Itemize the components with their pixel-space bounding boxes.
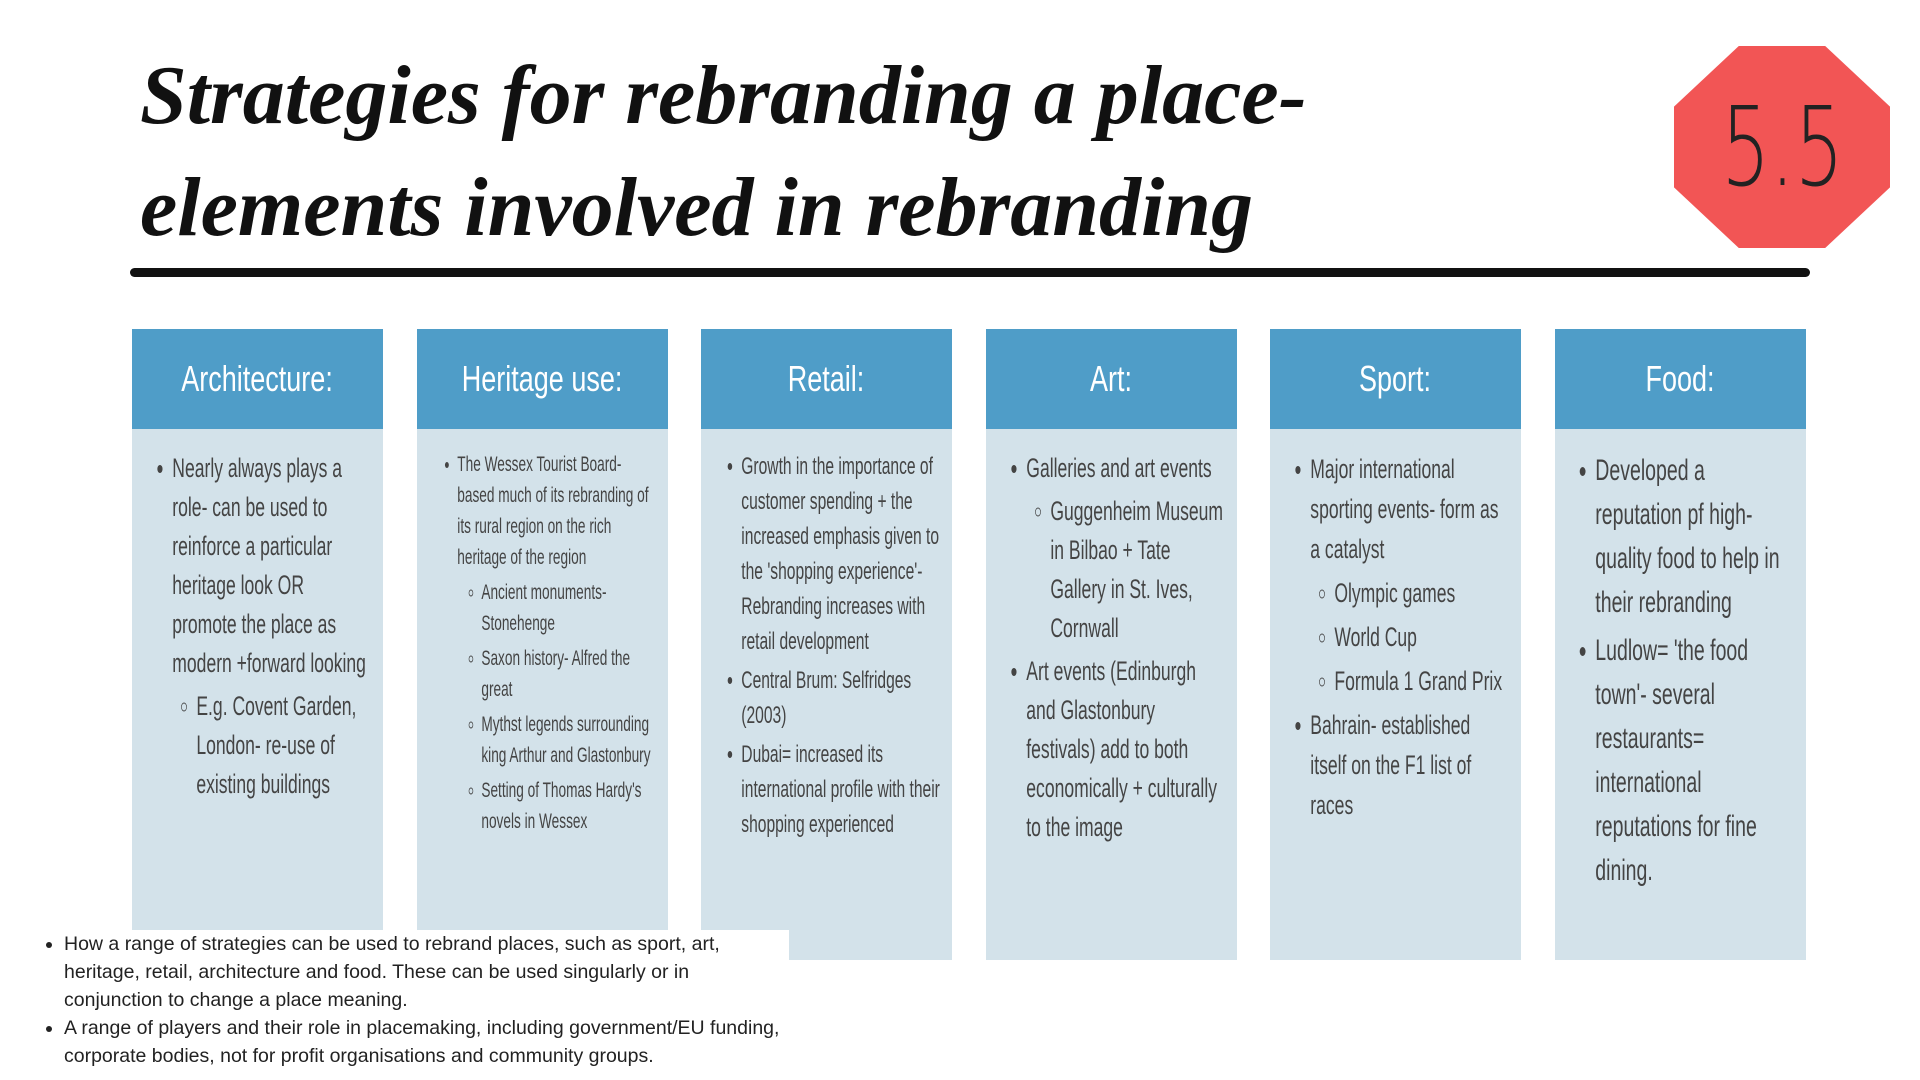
sub-bullet-item: E.g. Covent Garden, London- re-use of ex… <box>196 687 373 804</box>
column-header: Heritage use: <box>417 329 668 429</box>
bullet-text: Developed a reputation pf high-quality f… <box>1595 454 1780 619</box>
bullet-text: Nearly always plays a role- can be used … <box>172 453 366 678</box>
column-architecture: Architecture: Nearly always plays a role-… <box>132 329 383 960</box>
bullet-text: Major international sporting events- for… <box>1310 454 1499 564</box>
column-retail: Retail: Growth in the importance of custo… <box>701 329 952 960</box>
sub-bullet-item: Mythst legends surrounding king Arthur a… <box>481 709 658 771</box>
bullet-item: Galleries and art eventsGuggenheim Museu… <box>1026 449 1227 648</box>
sub-bullet-item: Formula 1 Grand Prix <box>1334 661 1511 701</box>
page-title: Strategies for rebranding a place- eleme… <box>140 40 1660 264</box>
column-heading: Sport: <box>1359 358 1432 399</box>
bullet-text: The Wessex Tourist Board- based much of … <box>457 453 649 569</box>
bullet-item: Central Brum: Selfridges (2003) <box>741 663 942 733</box>
bullet-text: Bahrain- established itself on the F1 li… <box>1310 710 1472 820</box>
column-heading: Food: <box>1645 358 1716 399</box>
title-line-2: elements involved in rebranding <box>140 161 1253 254</box>
note-item: A range of players and their role in pla… <box>64 1014 789 1070</box>
column-sport: Sport: Major international sporting event… <box>1270 329 1521 960</box>
column-header: Architecture: <box>132 329 383 429</box>
bullet-text: Growth in the importance of customer spe… <box>741 453 940 655</box>
bullet-item: Bahrain- established itself on the F1 li… <box>1310 705 1511 825</box>
bullet-text: Ludlow= 'the food town'- several restaur… <box>1595 634 1757 887</box>
bullet-item: The Wessex Tourist Board- based much of … <box>457 449 658 837</box>
column-header: Food: <box>1555 329 1806 429</box>
column-heading: Art: <box>1090 358 1133 399</box>
specification-notes: How a range of strategies can be used to… <box>0 930 789 1080</box>
title-line-1: Strategies for rebranding a place- <box>140 49 1307 142</box>
column-header: Sport: <box>1270 329 1521 429</box>
bullet-text: Art events (Edinburgh and Glastonbury fe… <box>1026 656 1217 842</box>
sub-bullet-item: Saxon history- Alfred the great <box>481 643 658 705</box>
column-heading: Architecture: <box>181 358 334 399</box>
bullet-item: Developed a reputation pf high-quality f… <box>1595 449 1796 625</box>
column-heritageuse: Heritage use: The Wessex Tourist Board- b… <box>417 329 668 960</box>
bullet-item: Major international sporting events- for… <box>1310 449 1511 701</box>
bullet-item: Growth in the importance of customer spe… <box>741 449 942 659</box>
sub-bullet-item: World Cup <box>1334 617 1511 657</box>
column-header: Retail: <box>701 329 952 429</box>
title-underline <box>130 268 1810 277</box>
section-number-badge: 5.5 <box>1674 46 1890 248</box>
bullet-item: Nearly always plays a role- can be used … <box>172 449 373 804</box>
column-heading: Heritage use: <box>462 358 623 399</box>
column-food: Food: Developed a reputation pf high-qual… <box>1555 329 1806 960</box>
note-item: How a range of strategies can be used to… <box>64 930 789 1014</box>
badge-number: 5.5 <box>1720 83 1844 211</box>
bullet-item: Ludlow= 'the food town'- several restaur… <box>1595 629 1796 893</box>
column-heading: Retail: <box>788 358 865 399</box>
sub-bullet-item: Ancient monuments- Stonehenge <box>481 577 658 639</box>
bullet-text: Galleries and art events <box>1026 453 1212 483</box>
column-art: Art: Galleries and art eventsGuggenheim M… <box>986 329 1237 960</box>
bullet-item: Art events (Edinburgh and Glastonbury fe… <box>1026 652 1227 847</box>
column-header: Art: <box>986 329 1237 429</box>
bullet-text: Central Brum: Selfridges (2003) <box>741 667 912 729</box>
sub-bullet-item: Setting of Thomas Hardy's novels in Wess… <box>481 775 658 837</box>
bullet-text: Dubai= increased its international profi… <box>741 741 940 838</box>
bullet-item: Dubai= increased its international profi… <box>741 737 942 842</box>
sub-bullet-item: Olympic games <box>1334 573 1511 613</box>
sub-bullet-item: Guggenheim Museum in Bilbao + Tate Galle… <box>1050 492 1227 648</box>
